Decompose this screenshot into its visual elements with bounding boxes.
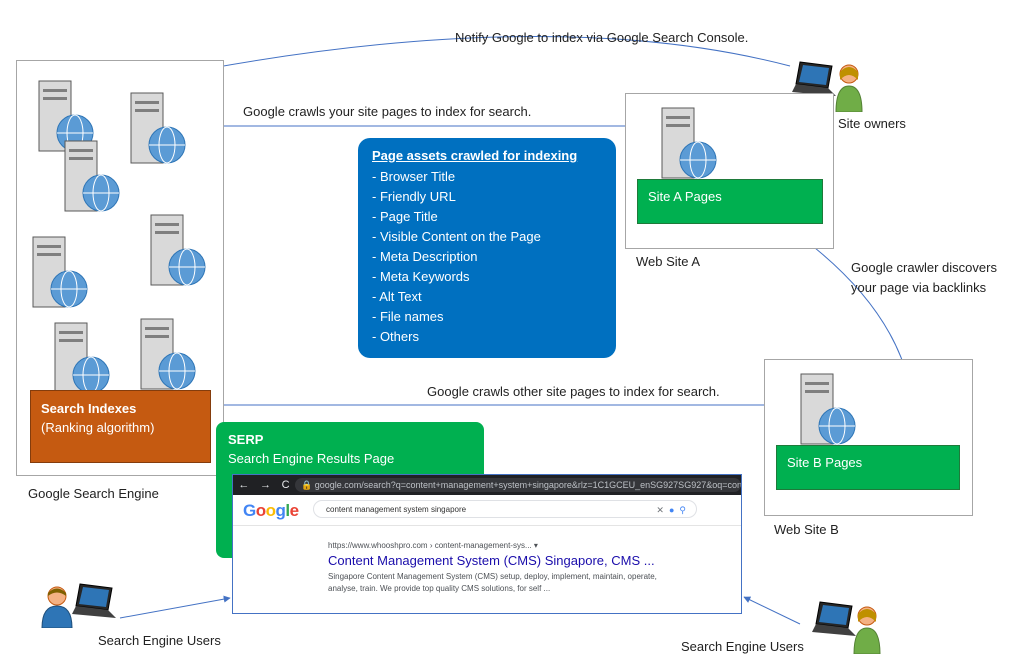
site-b-pages-label: Site B Pages — [787, 455, 863, 470]
result-snippet-line: Singapore Content Management System (CMS… — [328, 572, 657, 581]
site-a-pages-label: Site A Pages — [648, 189, 722, 204]
search-indexes-subtitle: (Ranking algorithm) — [41, 420, 155, 435]
server-globe-icon — [127, 89, 187, 174]
server-globe-icon — [658, 104, 718, 189]
backlinks-label-line2: your page via backlinks — [851, 280, 987, 295]
person-icon — [852, 604, 882, 659]
address-bar[interactable]: 🔒 google.com/search?q=content+management… — [295, 478, 741, 492]
address-url: google.com/search?q=content+management+s… — [314, 480, 741, 490]
right-users-label: Search Engine Users — [681, 639, 804, 654]
asset-item: - File names — [372, 309, 444, 324]
crawl-other-label: Google crawls other site pages to index … — [427, 384, 720, 399]
server-globe-icon — [147, 211, 207, 296]
site-b-pages-box: Site B Pages — [776, 445, 960, 490]
web-site-a-caption: Web Site A — [636, 254, 701, 269]
server-globe-icon — [137, 315, 197, 400]
server-globe-icon — [61, 137, 121, 222]
result-cite: https://www.whooshpro.com › content-mana… — [328, 541, 538, 550]
server-globe-icon — [51, 319, 111, 404]
notify-arrow — [211, 36, 791, 71]
serp-title: SERP — [228, 432, 264, 447]
search-query: content management system singapore — [326, 505, 467, 514]
right-users-arrow — [743, 596, 801, 625]
web-site-a-frame — [625, 93, 834, 249]
back-arrow-icon[interactable]: ← — [238, 479, 250, 491]
asset-item: - Others — [372, 329, 419, 344]
forward-arrow-icon[interactable]: → — [260, 479, 271, 491]
result-snippet: Singapore Content Management System (CMS… — [328, 571, 657, 595]
asset-item: - Meta Keywords — [372, 269, 470, 284]
search-input[interactable]: content management system singapore ✕ ● … — [313, 500, 697, 518]
asset-item: - Friendly URL — [372, 189, 456, 204]
left-users-label: Search Engine Users — [98, 633, 221, 648]
laptop-icon — [72, 582, 116, 627]
reload-icon[interactable]: C — [281, 479, 290, 491]
notify-label: Notify Google to index via Google Search… — [455, 30, 749, 45]
backlinks-label-line1: Google crawler discovers — [851, 260, 997, 275]
laptop-icon — [812, 600, 856, 645]
site-owners-label: Site owners — [838, 116, 906, 131]
person-icon — [834, 62, 864, 117]
page-assets-heading: Page assets crawled for indexing — [372, 148, 578, 163]
server-globe-icon — [29, 233, 89, 318]
search-indexes-box: Search Indexes (Ranking algorithm) — [30, 390, 211, 463]
browser-toolbar: ← → C 🔒 google.com/search?q=content+mana… — [233, 475, 741, 495]
asset-item: - Page Title — [372, 209, 438, 224]
left-users-arrow — [119, 595, 231, 619]
asset-item: - Browser Title — [372, 169, 456, 184]
web-site-b-caption: Web Site B — [774, 522, 839, 537]
search-icon[interactable]: ⚲ — [679, 505, 686, 515]
crawl-site-a-label: Google crawls your site pages to index f… — [243, 104, 532, 119]
search-engine-caption: Google Search Engine — [28, 486, 159, 501]
result-title-link[interactable]: Content Management System (CMS) Singapor… — [328, 553, 655, 568]
asset-item: - Alt Text — [372, 289, 422, 304]
asset-item: - Visible Content on the Page — [372, 229, 541, 244]
page-assets-box: Page assets crawled for indexing - Brows… — [358, 138, 616, 358]
serp-browser-screenshot: ← → C 🔒 google.com/search?q=content+mana… — [232, 474, 742, 614]
asset-item: - Meta Description — [372, 249, 478, 264]
site-a-pages-box: Site A Pages — [637, 179, 823, 224]
google-search-header: Google content management system singapo… — [233, 495, 741, 526]
clear-icon[interactable]: ✕ — [656, 505, 664, 515]
server-globe-icon — [797, 370, 857, 455]
search-indexes-title: Search Indexes — [41, 401, 137, 416]
google-logo: Google — [243, 501, 299, 520]
mic-icon[interactable]: ● — [668, 505, 675, 515]
result-snippet-line: analyse, train. We provide top quality C… — [328, 584, 551, 593]
serp-subtitle: Search Engine Results Page — [228, 451, 395, 466]
web-site-b-frame — [764, 359, 973, 516]
user-icon — [40, 584, 74, 633]
